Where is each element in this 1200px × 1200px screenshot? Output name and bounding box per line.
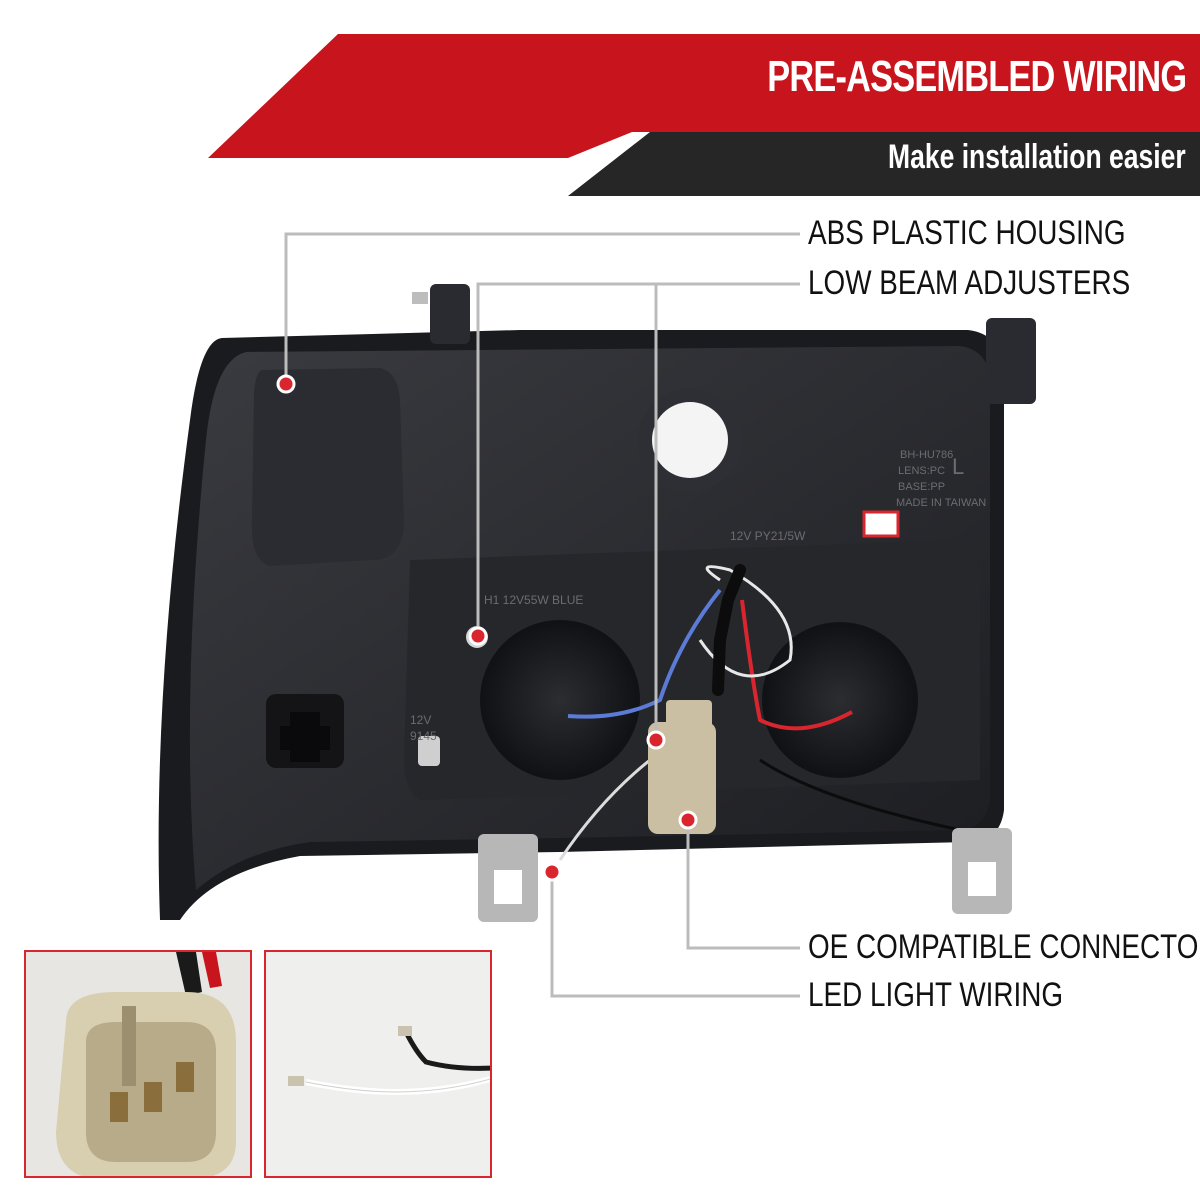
marker-socket-cross (280, 712, 330, 762)
callout-led-light-wiring: LED LIGHT WIRING (808, 976, 1064, 1014)
wire-led-white (558, 758, 651, 861)
callout-abs-plastic-housing: ABS PLASTIC HOUSING (808, 214, 1126, 252)
adjuster-nut-bottom (418, 736, 440, 766)
marker-dot-led (542, 862, 562, 882)
marking-line2: LENS:PC (898, 465, 945, 477)
leader-led-wiring (550, 872, 800, 998)
connector-closeup-thumbnail (24, 950, 252, 1178)
wire-red (740, 599, 853, 731)
oe-connector (648, 722, 716, 834)
bulb-cap-left (480, 620, 640, 780)
wire-led-black (759, 758, 961, 832)
wire-white-loop (698, 565, 793, 678)
marker-dot-adjuster (468, 626, 488, 646)
housing-panel-left (251, 368, 404, 566)
marker-dot-adjuster-2 (646, 730, 666, 750)
leader-abs-housing (284, 232, 800, 382)
wire-harness-black (712, 564, 746, 696)
marking-bulb4: 9145 (410, 729, 437, 743)
banner-subtitle: Make installation easier (888, 138, 1186, 176)
marking-line4: MADE IN TAIWAN (896, 497, 986, 509)
callout-low-beam-adjusters: LOW BEAM ADJUSTERS (808, 264, 1131, 302)
adjuster-post-top-right (986, 318, 1036, 404)
marking-bulb2: H1 12V55W BLUE (484, 593, 583, 607)
marking-line1: BH-HU786 (900, 449, 953, 461)
wire-blue (567, 588, 722, 719)
banner-title: PRE-ASSEMBLED WIRING (766, 52, 1187, 101)
marking-side: L (952, 454, 964, 479)
connector-closeup-image (26, 952, 250, 1176)
marking-line3: BASE:PP (898, 481, 945, 493)
callout-oe-compatible-connector: OE COMPATIBLE CONNECTOR (808, 928, 1200, 966)
warning-sticker (862, 510, 900, 538)
marking-bulb3: 12V (410, 713, 431, 727)
leader-low-beam (476, 282, 800, 634)
bulb-cap-right (762, 622, 918, 778)
adjuster-post-top-left (430, 284, 470, 344)
marker-dot-abs (276, 374, 296, 394)
signal-socket-hole (652, 402, 728, 478)
marking-bulb1: 12V PY21/5W (730, 529, 806, 543)
leader-oe-connector (686, 820, 800, 950)
marker-dot-connector (678, 810, 698, 830)
led-wire-closeup-thumbnail (264, 950, 492, 1178)
led-wire-closeup-image (266, 952, 490, 1176)
